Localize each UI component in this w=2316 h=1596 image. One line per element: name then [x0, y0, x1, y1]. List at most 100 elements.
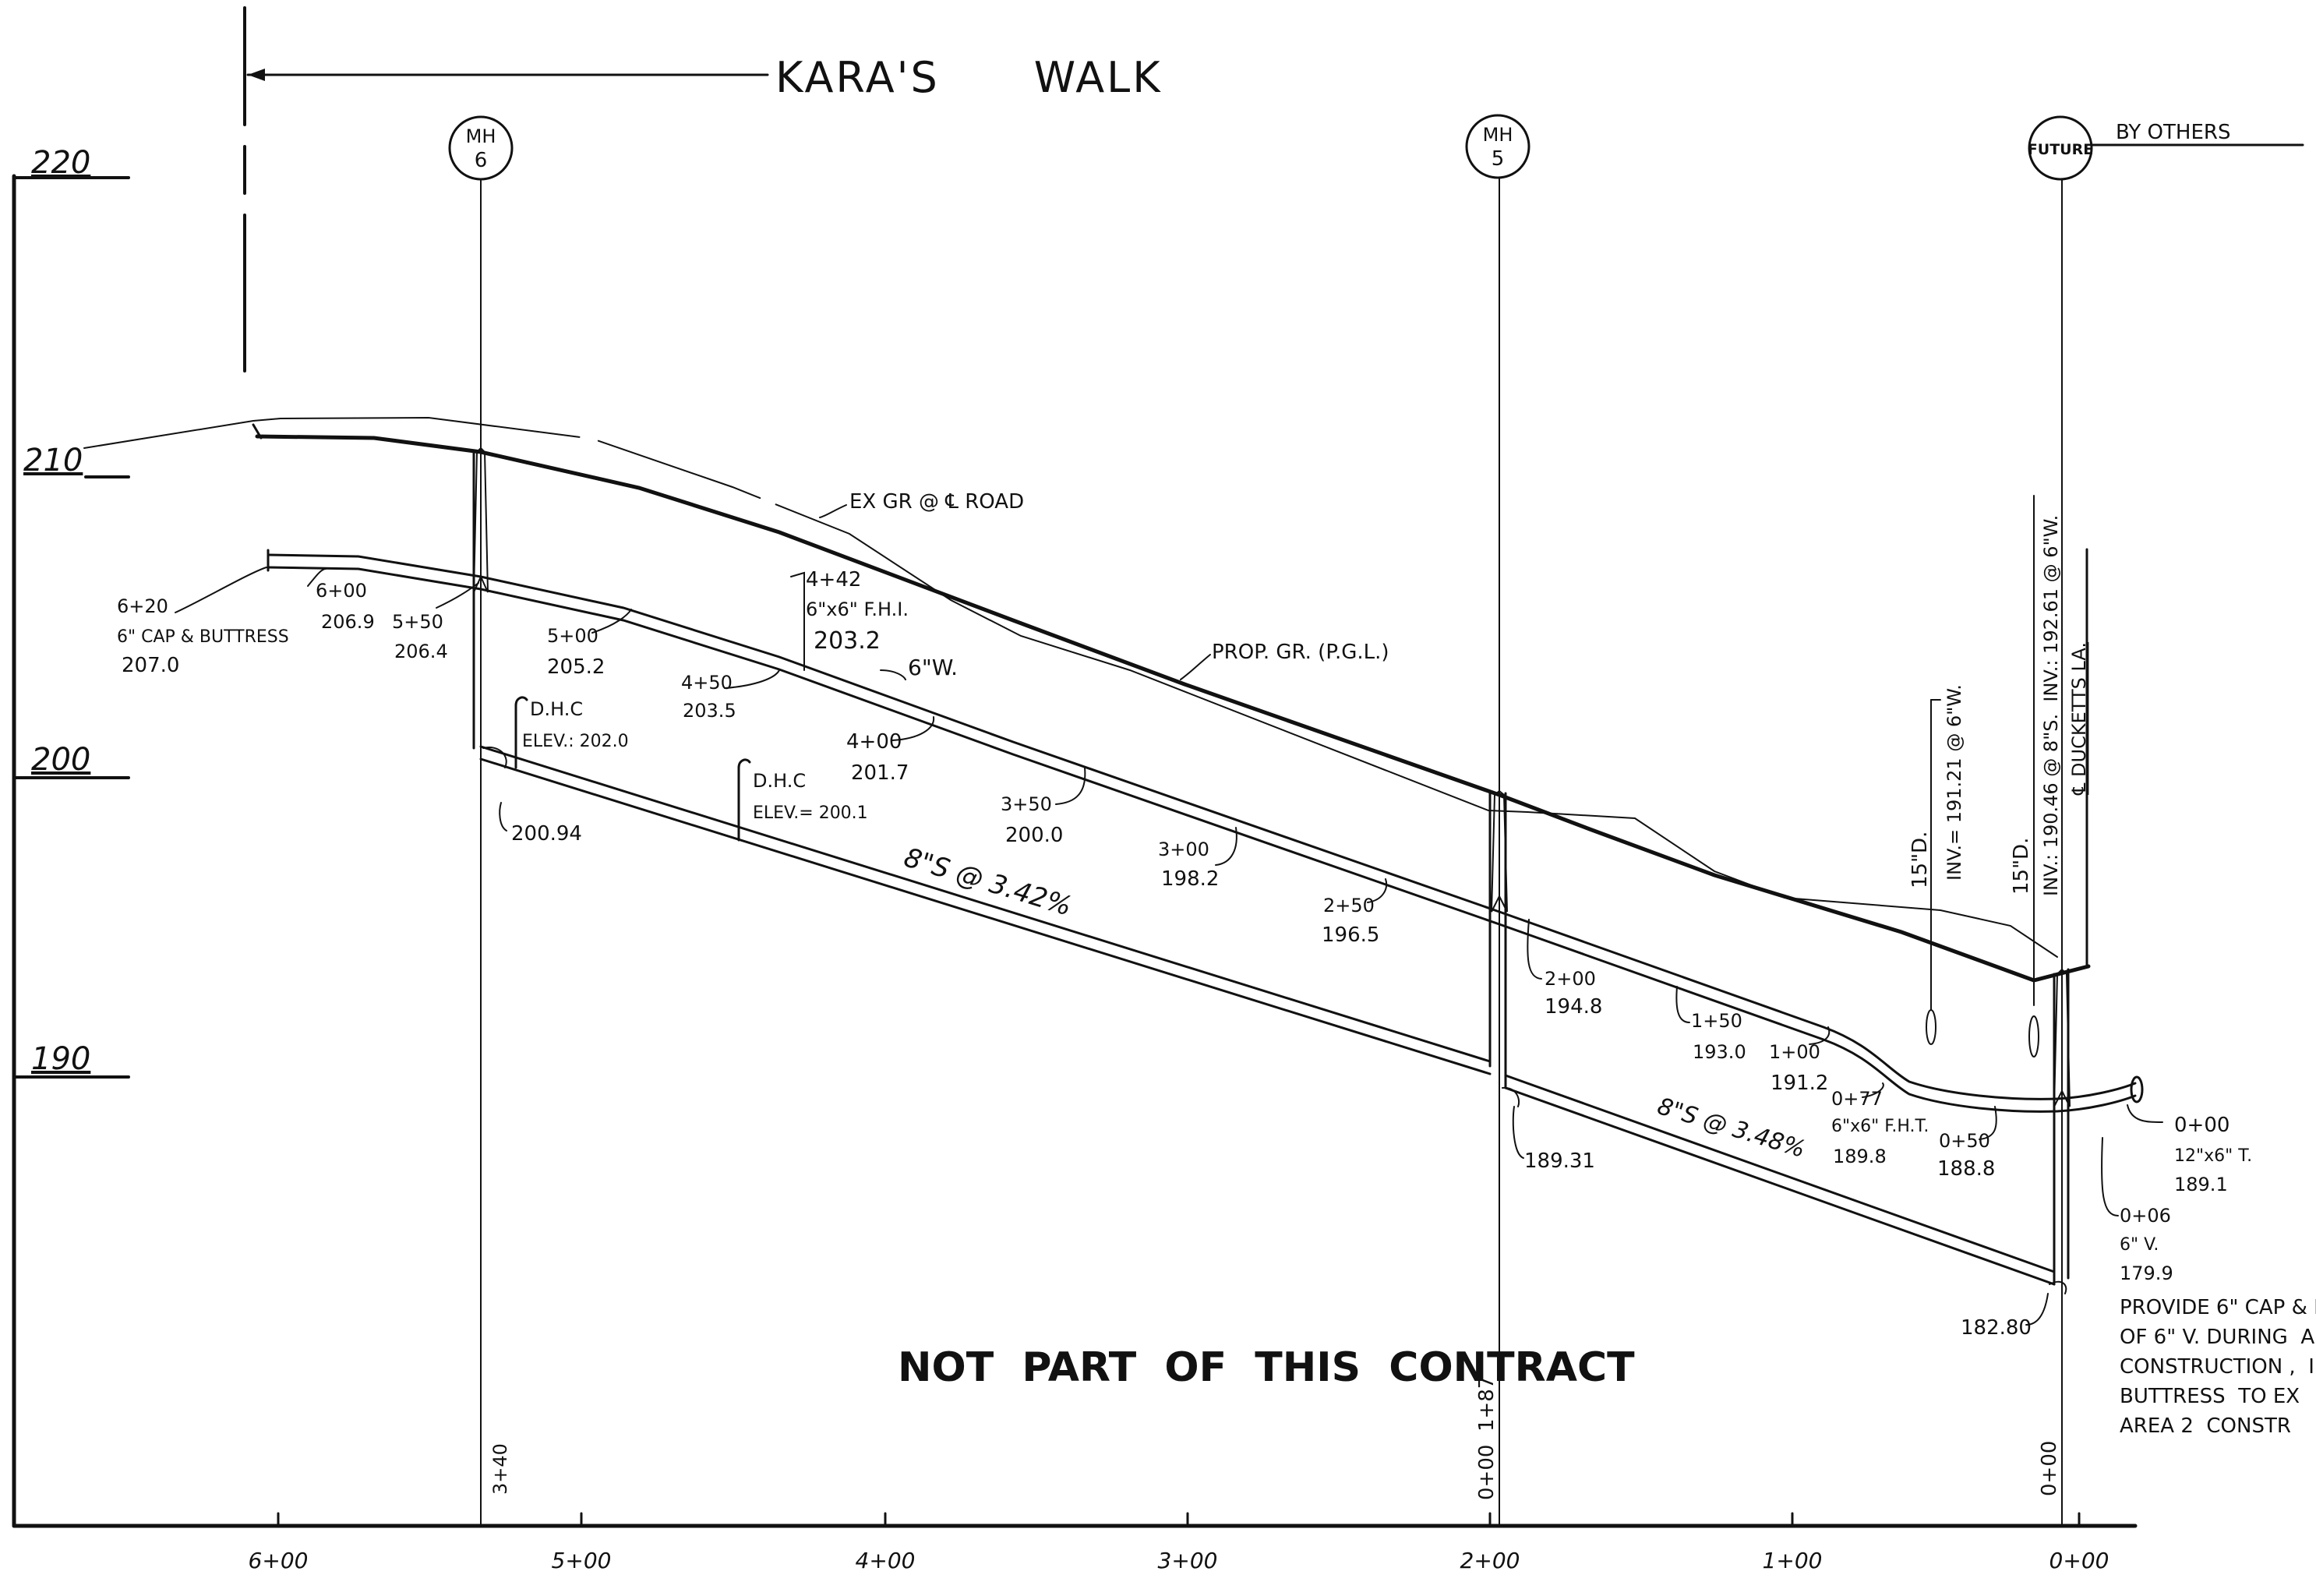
sta-550-elev: 206.4	[394, 641, 448, 662]
invert-arc-future	[2049, 1280, 2067, 1294]
axis-station-400: 4+00	[856, 1548, 916, 1573]
leader-077	[1862, 1082, 1884, 1098]
mh5-label-top: MH	[1483, 124, 1513, 146]
crossing2-inv: INV.: 190.46 @ 8"S. INV.: 192.61 @ 6"W.	[2040, 515, 2062, 896]
leader-500	[591, 609, 632, 634]
proposed-ground-endcap	[252, 423, 263, 440]
sta-150: 1+50	[1691, 1010, 1742, 1032]
sta-006-elev: 179.9	[2120, 1262, 2173, 1284]
ex-ground-label: EX GR @ ℄ ROAD	[849, 490, 1024, 514]
invert-arc-mh6	[482, 747, 507, 768]
sewer-pipe2-top	[1504, 1074, 2056, 1273]
elev-label-200: 200	[31, 742, 90, 778]
sta-450: 4+50	[681, 672, 733, 694]
water-main-top	[267, 553, 2137, 1100]
leader-200	[1527, 919, 1542, 980]
elev-label-210: 210	[23, 443, 83, 478]
leader-100	[1809, 1026, 1831, 1045]
proposed-ground-line	[255, 434, 2091, 983]
sta-050: 0+50	[1939, 1130, 1990, 1152]
sta-500-elev: 205.2	[547, 655, 605, 679]
future-frame	[2053, 968, 2071, 1107]
axis-station-100: 1+00	[1763, 1548, 1823, 1573]
sta-400: 4+00	[846, 730, 902, 754]
sta-250: 2+50	[1323, 895, 1375, 916]
axis-station-500: 5+00	[552, 1548, 612, 1573]
not-part-stamp: NOT PART OF THIS CONTRACT	[898, 1344, 1635, 1391]
leader-150	[1675, 986, 1690, 1023]
leader-250	[1367, 878, 1387, 903]
axis-station-200: 2+00	[1460, 1548, 1520, 1573]
water-main-label: 6"W.	[908, 655, 958, 680]
fhi-elev-label: 203.2	[814, 627, 881, 655]
axis-station-300: 3+00	[1158, 1548, 1218, 1573]
mh5-circle	[1465, 114, 1530, 179]
leader-350	[1055, 767, 1086, 805]
fhi-station-label: 4+42	[806, 568, 861, 591]
leader-550	[436, 582, 479, 609]
invert-arc-mh5	[1502, 1086, 1520, 1107]
sta-100: 1+00	[1769, 1041, 1820, 1063]
sta-550: 5+50	[392, 611, 443, 633]
sta-200: 2+00	[1545, 968, 1596, 990]
fhi-desc-label: 6"x6" F.H.I.	[806, 598, 909, 620]
crossing2-size: 15"D.	[2010, 838, 2033, 895]
sta-000: 0+00	[2174, 1114, 2230, 1137]
invert-future: 182.80	[1961, 1316, 2032, 1340]
sta-620-desc: 6" CAP & BUTTRESS	[117, 627, 289, 647]
leader-050	[1979, 1106, 1997, 1140]
kara-walk-arrowhead	[248, 69, 265, 81]
note-line-2: OF 6" V. DURING A	[2120, 1326, 2314, 1349]
duckett-lane-label: ℄ DUCKETTS LA.	[2068, 642, 2090, 796]
sta-006-desc: 6" V.	[2120, 1235, 2159, 1255]
leader-620	[175, 567, 267, 613]
sta-500: 5+00	[547, 625, 598, 647]
sewer-pipe1-bottom	[479, 757, 1492, 1075]
by-others-label: BY OTHERS	[2116, 121, 2230, 144]
invert-mh5: 189.31	[1524, 1149, 1595, 1173]
leader-006	[2101, 1137, 2119, 1216]
sta-350: 3+50	[1001, 793, 1052, 815]
sta-200-elev: 194.8	[1545, 995, 1602, 1019]
sta-000-elev: 189.1	[2174, 1174, 2228, 1195]
note-line-1: PROVIDE 6" CAP & I	[2120, 1296, 2316, 1319]
pipe1-slope-label: 8"S @ 3.42%	[900, 842, 1075, 922]
sta-620: 6+20	[117, 595, 168, 617]
sta-077-desc: 6"x6" F.H.T.	[1831, 1117, 1929, 1136]
crossing1-size: 15"D.	[1908, 832, 1932, 888]
water-main-bottom	[267, 566, 2137, 1113]
dhc1-hook	[514, 696, 528, 707]
sta-077: 0+77	[1831, 1088, 1883, 1110]
leader-000	[2127, 1104, 2163, 1123]
sta-050-elev: 188.8	[1937, 1157, 1995, 1181]
axis-station-000: 0+00	[2049, 1548, 2109, 1573]
leader-400	[891, 716, 935, 741]
future-circle	[2028, 115, 2093, 181]
mh5-vertical-station: 0+00 1+87	[1475, 1376, 1499, 1500]
dhc2-label: D.H.C	[753, 770, 806, 792]
sewer-pipe1-top	[479, 745, 1492, 1063]
drawing-title: KARA'S WALK	[775, 53, 1163, 102]
leader-442	[790, 571, 805, 671]
sta-300-elev: 198.2	[1161, 867, 1219, 891]
note-line-4: BUTTRESS TO EX	[2120, 1385, 2300, 1408]
sta-450-elev: 203.5	[683, 700, 736, 722]
existing-ground-line	[83, 416, 2058, 958]
sta-620-elev: 207.0	[122, 654, 179, 677]
mh5-label-num: 5	[1492, 147, 1505, 171]
dhc1-label: D.H.C	[530, 698, 583, 720]
sta-600-elev: 206.9	[321, 611, 375, 633]
dhc1-elev: ELEV.: 202.0	[522, 732, 629, 751]
leader-18280	[2025, 1293, 2049, 1326]
invert-mh6: 200.94	[511, 822, 582, 846]
leader-exgr	[819, 504, 847, 518]
axis-station-600: 6+00	[249, 1548, 309, 1573]
sta-006: 0+06	[2120, 1205, 2171, 1227]
mh5-frame	[1491, 789, 1508, 913]
leader-6w	[880, 669, 906, 680]
crossing1-pipe	[1926, 1009, 1936, 1045]
leader-300	[1215, 827, 1237, 866]
sta-000-desc: 12"x6" T.	[2174, 1146, 2252, 1166]
leader-progr	[1180, 654, 1211, 680]
